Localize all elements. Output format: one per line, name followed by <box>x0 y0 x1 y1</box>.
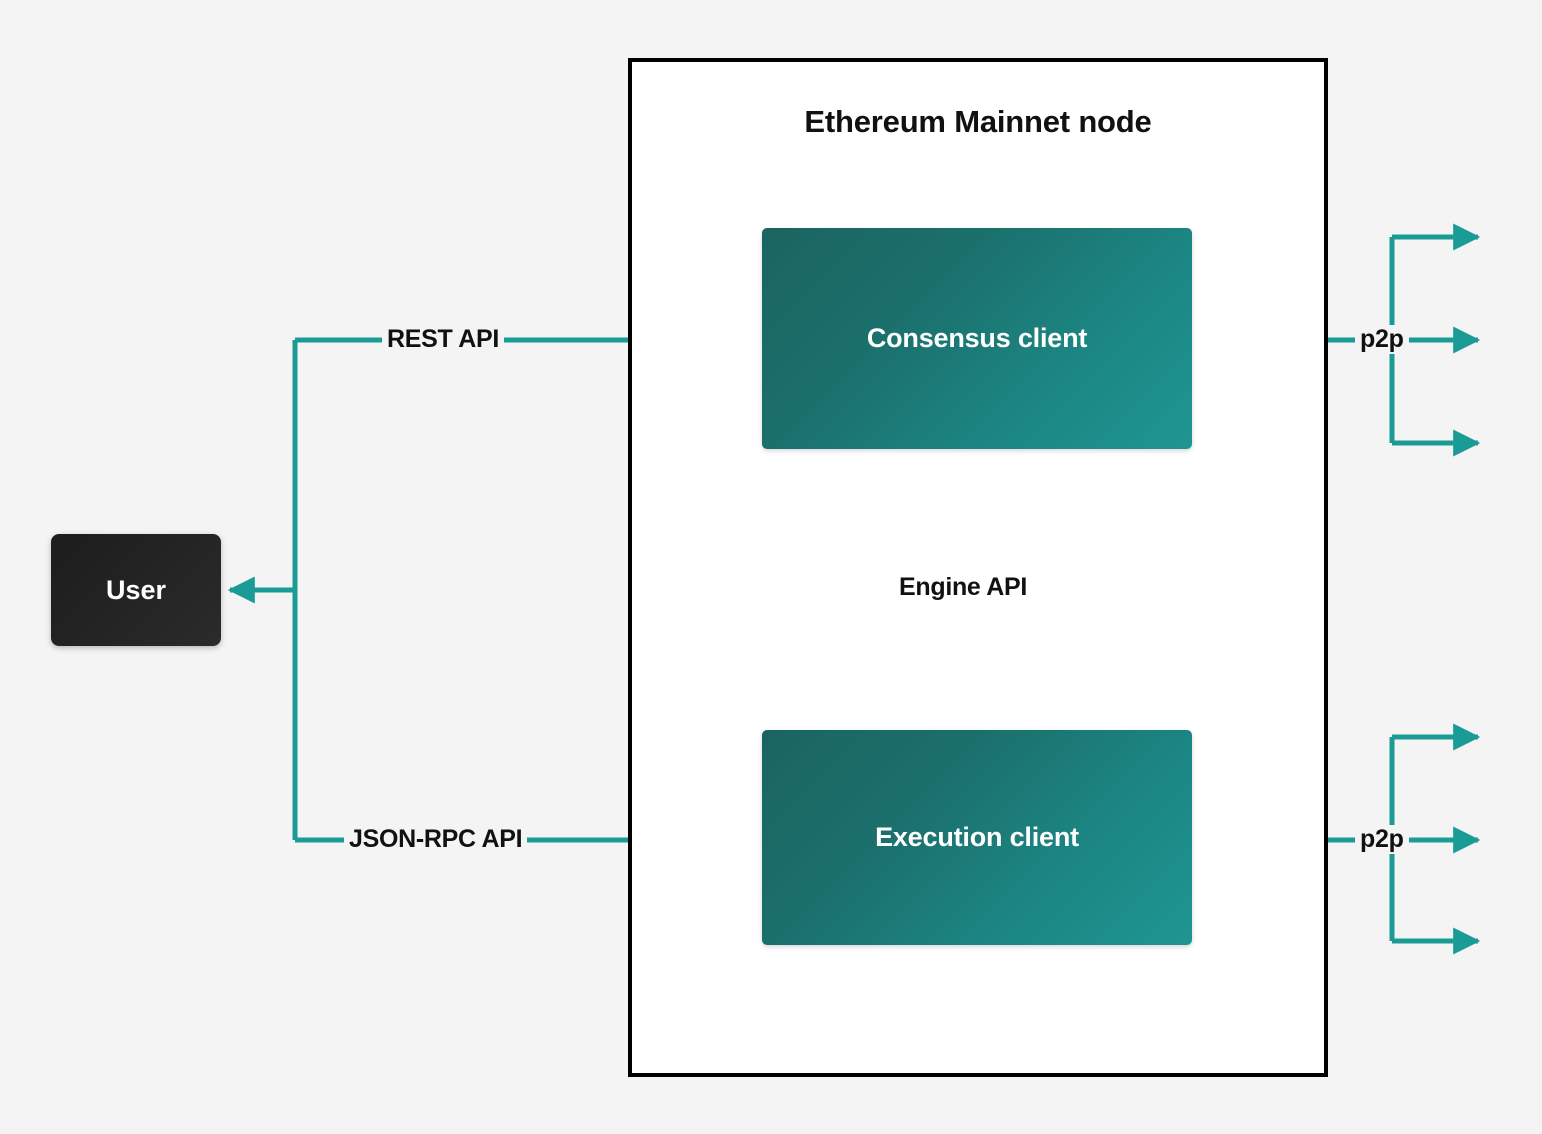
p2p-execution-label: p2p <box>1355 825 1409 854</box>
user-node[interactable]: User <box>51 534 221 646</box>
json-rpc-api-label: JSON-RPC API <box>344 825 528 854</box>
user-node-label: User <box>105 574 167 605</box>
engine-api-label: Engine API <box>893 573 1034 602</box>
execution-client-label: Execution client <box>875 822 1079 852</box>
consensus-client-node[interactable]: Consensus client <box>762 228 1192 449</box>
node-title: Ethereum Mainnet node <box>804 104 1152 139</box>
rest-api-label: REST API <box>382 325 504 354</box>
execution-client-node[interactable]: Execution client <box>762 730 1192 945</box>
consensus-client-label: Consensus client <box>866 323 1088 353</box>
p2p-consensus-label: p2p <box>1355 325 1409 354</box>
